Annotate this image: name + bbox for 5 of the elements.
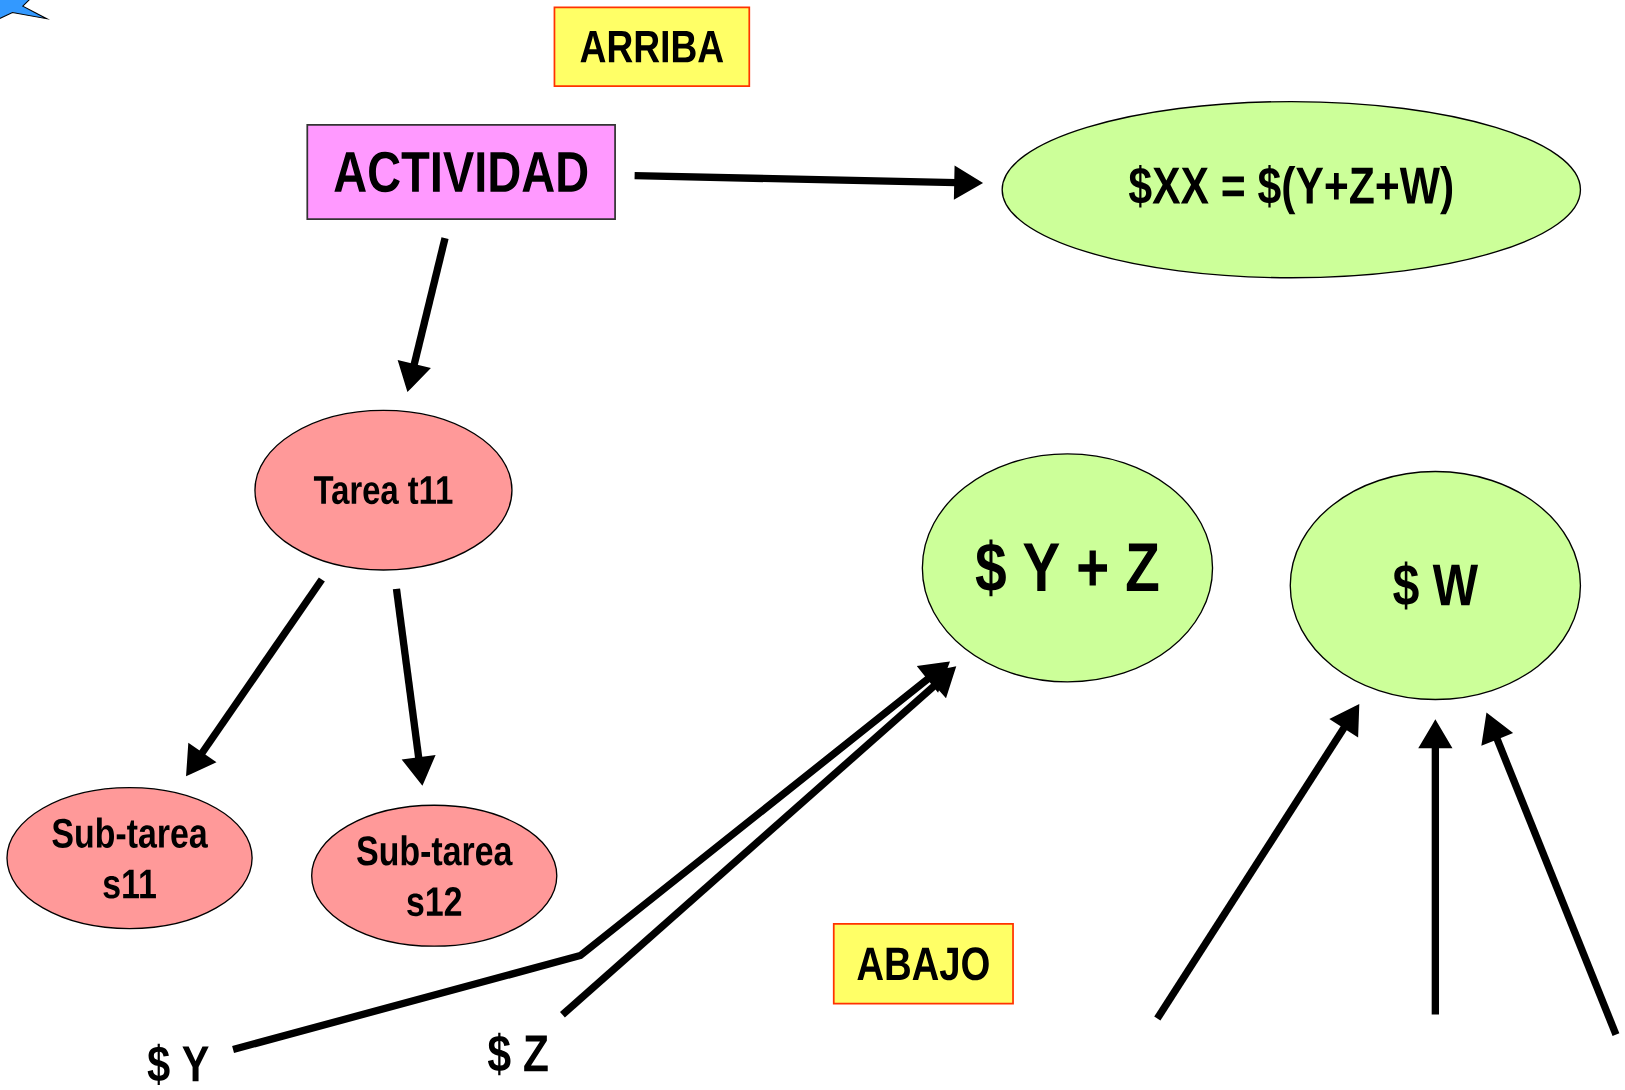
activity-box: ACTIVIDAD	[306, 123, 616, 220]
label-box: ARRIBA	[553, 6, 751, 87]
label-box: ABAJO	[832, 922, 1014, 1005]
cost-label: $ Z	[487, 1032, 548, 1076]
cost-label: $ Y	[147, 1043, 209, 1085]
